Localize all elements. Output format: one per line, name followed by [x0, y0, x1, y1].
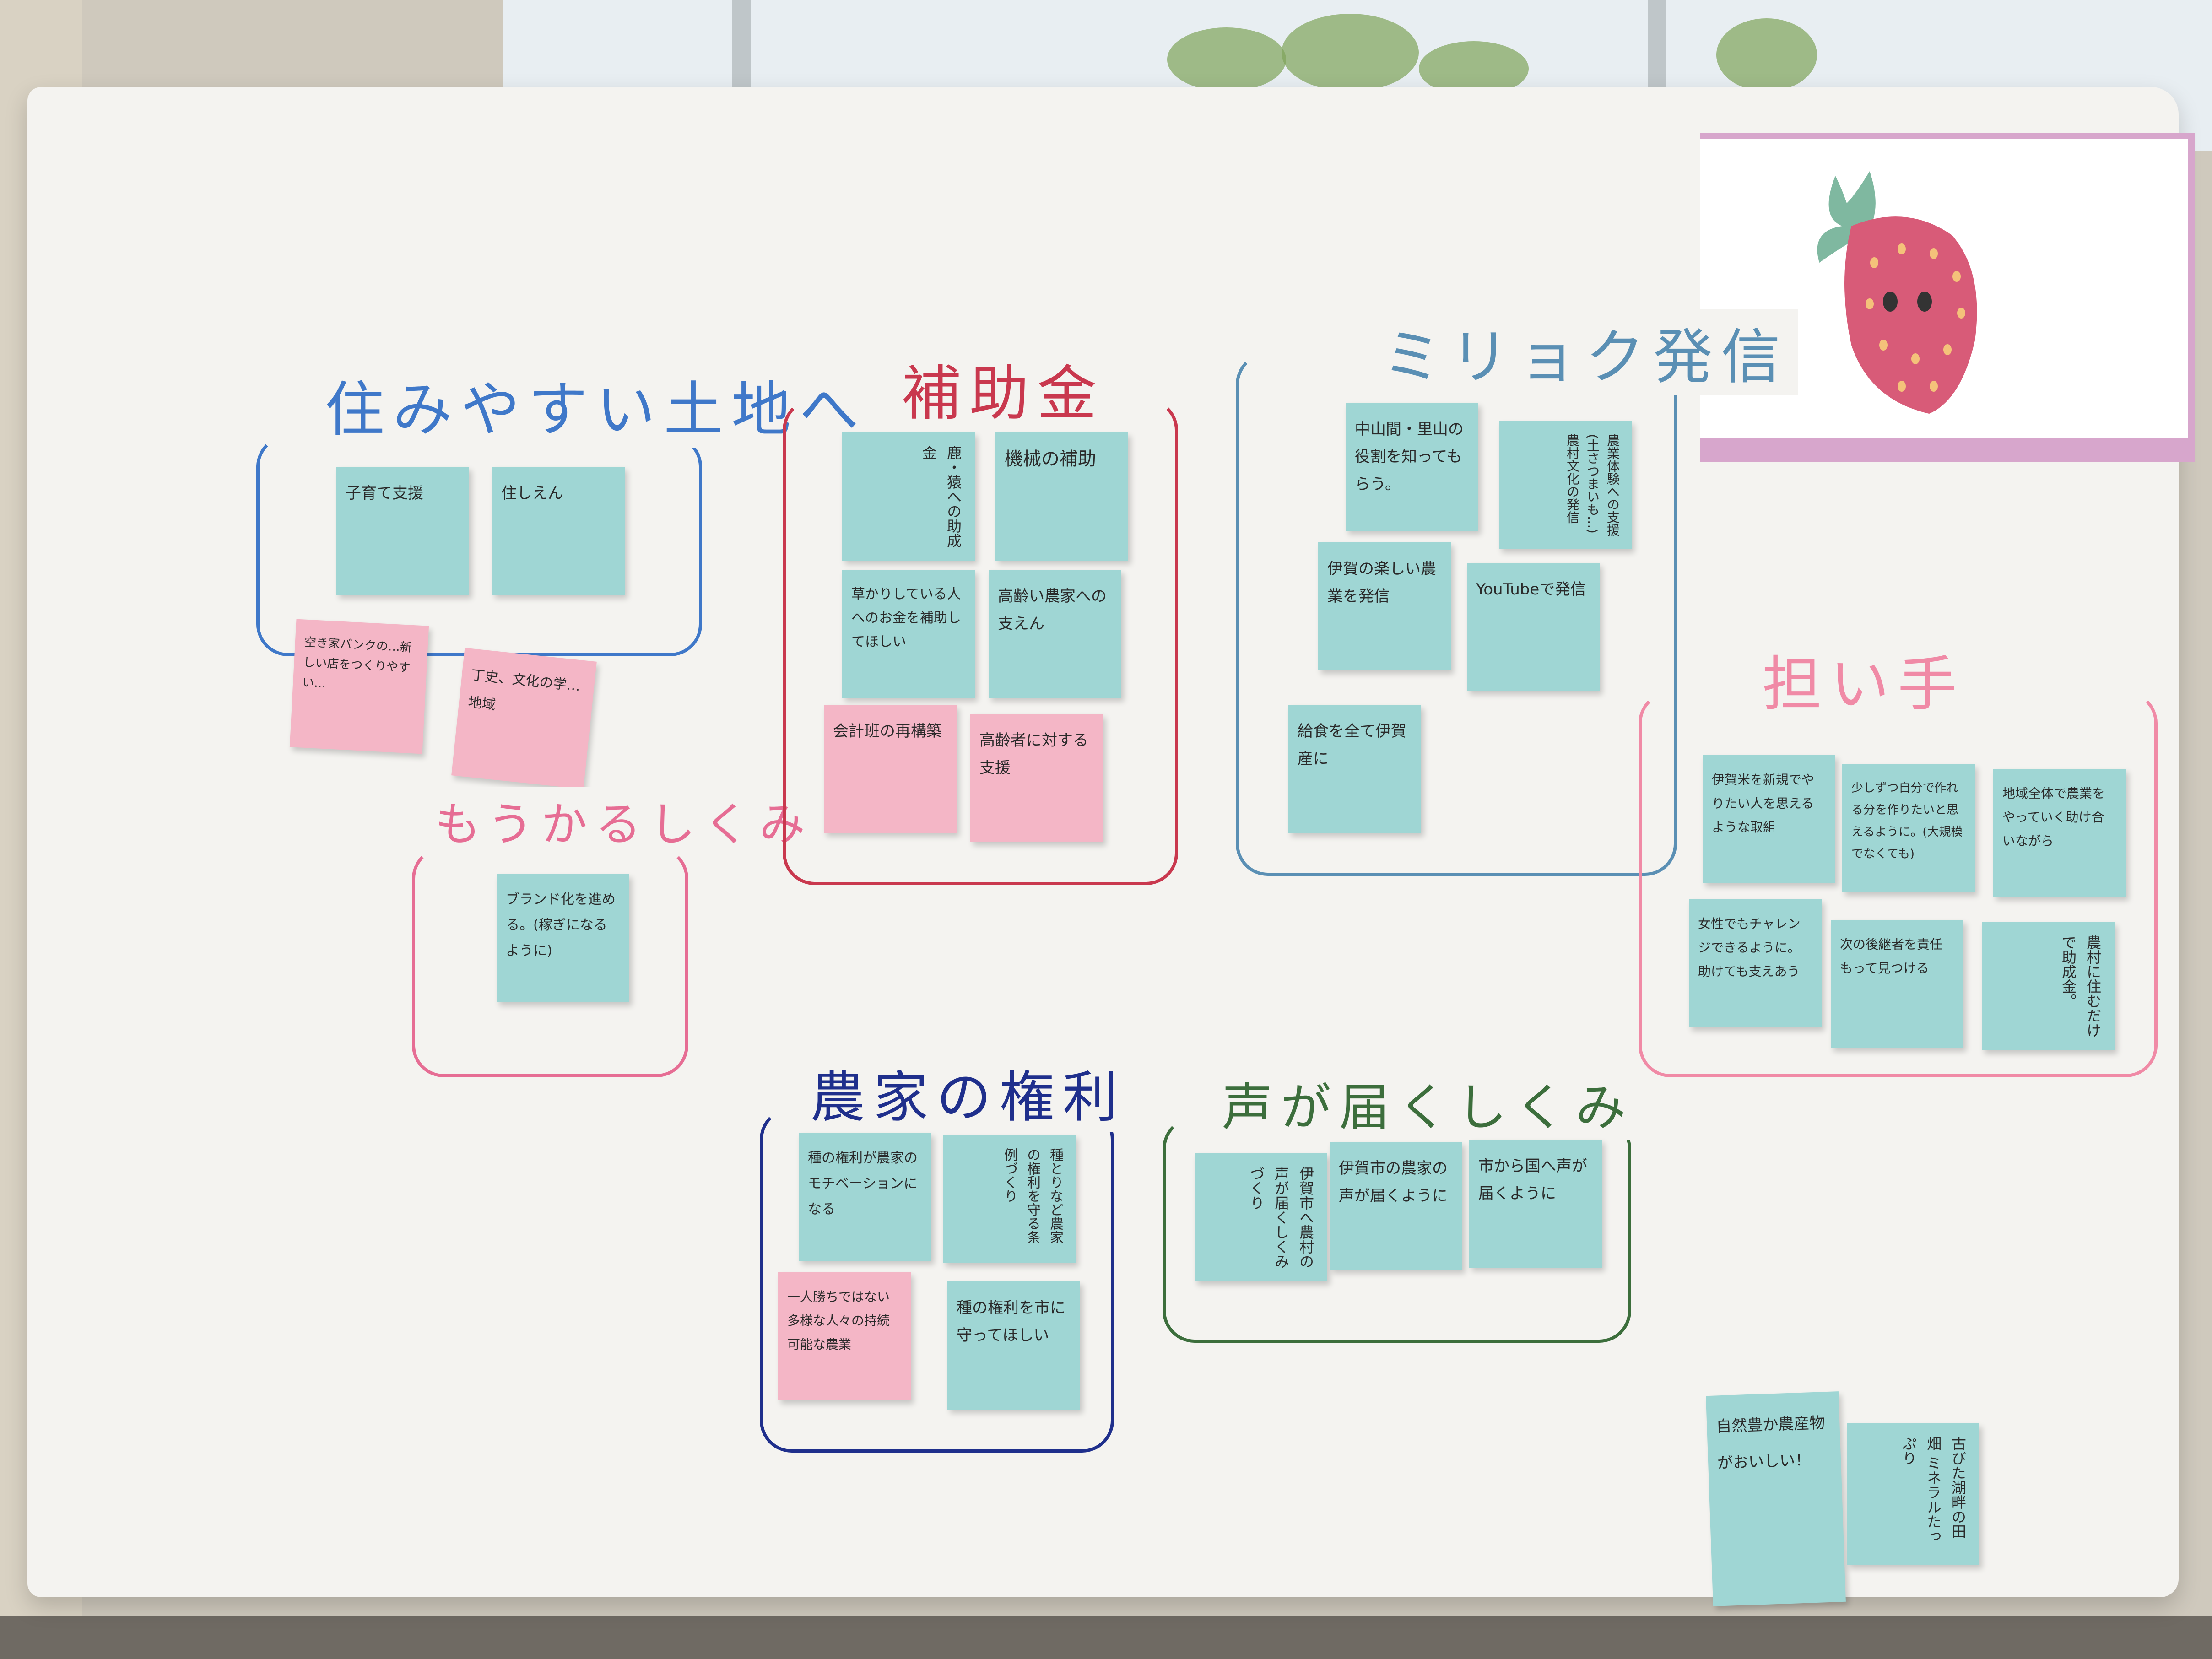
- sticky-note: 伊賀市の農家の声が届くように: [1330, 1142, 1462, 1270]
- sticky-note: 給食を全て伊賀産に: [1288, 705, 1421, 833]
- tree-foliage: [1167, 27, 1286, 92]
- sticky-note: 種の権利が農家のモチベーションになる: [799, 1133, 931, 1261]
- sticky-note: 自然豊か農産物がおいしい！: [1706, 1391, 1846, 1606]
- sticky-note: 機械の補助: [995, 432, 1128, 561]
- tree-foliage: [1716, 18, 1817, 92]
- group-title-profit: もうかるしくみ: [426, 787, 822, 854]
- sticky-note: 伊賀の楽しい農業を発信: [1318, 542, 1451, 670]
- sticky-note: 住しえん: [492, 467, 625, 595]
- group-border-rights: [760, 1108, 1114, 1453]
- sticky-note: 会計班の再構築: [824, 705, 957, 833]
- sticky-note: 鹿・猿への助成金: [842, 432, 975, 561]
- sticky-note: 空き家バンクの…新しい店をつくりやすい…: [289, 619, 429, 754]
- sticky-note: 子育て支援: [336, 467, 469, 595]
- strawberry-banner: [1700, 133, 2195, 462]
- group-title-bearers: 担い手: [1753, 636, 1975, 722]
- sticky-note: 次の後継者を責任もって見つける: [1831, 920, 1963, 1048]
- sticky-note: 伊賀市へ農村の声が届くしくみづくり: [1195, 1153, 1327, 1281]
- sticky-note: 古びた湖畔の田畑 ミネラルたっぷり: [1847, 1423, 1979, 1565]
- group-border-voice: [1163, 1117, 1631, 1343]
- group-border-subsidy: [783, 398, 1178, 885]
- sticky-note: 少しずつ自分で作れる分を作りたいと思えるように。(大規模でなくても): [1842, 764, 1975, 892]
- group-title-subsidy: 補助金: [892, 346, 1114, 432]
- sticky-note: 高齢者に対する支援: [970, 714, 1103, 842]
- sticky-note: 一人勝ちではない多様な人々の持続可能な農業: [778, 1272, 911, 1400]
- strawberry-icon: [1817, 171, 1977, 414]
- sticky-note: 市から国へ声が届くように: [1469, 1140, 1602, 1268]
- sticky-note: 丁史、文化の学…地域: [451, 648, 597, 789]
- floor: [0, 1616, 2212, 1659]
- sticky-note: 種とりなど農家の権利を守る条例づくり: [943, 1135, 1076, 1263]
- sticky-note: 種の権利を市に守ってほしい: [947, 1281, 1080, 1410]
- sticky-note: ブランド化を進める。(稼ぎになるように): [497, 874, 629, 1002]
- group-border-appeal: [1236, 352, 1677, 876]
- sticky-note: 女性でもチャレンジできるように。助けても支えあう: [1689, 899, 1822, 1027]
- group-title-voice: 声が届くしくみ: [1213, 1066, 1644, 1140]
- sticky-note: YouTubeで発信: [1467, 563, 1600, 691]
- sticky-note: 農業体験への支援(土さつまいも…)農村文化の発信: [1499, 421, 1632, 549]
- tree-foliage: [1282, 14, 1419, 92]
- sticky-note: 地域全体で農業をやっていく助け合いながら: [1993, 769, 2126, 897]
- sticky-note: 中山間・里山の役割を知ってもらう。: [1346, 403, 1478, 531]
- banner-strip: [1700, 438, 2188, 456]
- sticky-note: 草かりしている人へのお金を補助してほしい: [842, 570, 975, 698]
- group-title-rights: 農家の権利: [801, 1053, 1135, 1132]
- group-title-appeal: ミリョク発信: [1373, 309, 1798, 395]
- sticky-note: 高齢い農家への支えん: [989, 570, 1121, 698]
- sticky-note: 農村に住むだけで助成金。: [1982, 922, 2115, 1050]
- sticky-note: 伊賀米を新規でやりたい人を思えるような取組: [1703, 755, 1835, 883]
- group-border-profit: [412, 847, 688, 1077]
- group-border-bearers: [1639, 691, 2158, 1077]
